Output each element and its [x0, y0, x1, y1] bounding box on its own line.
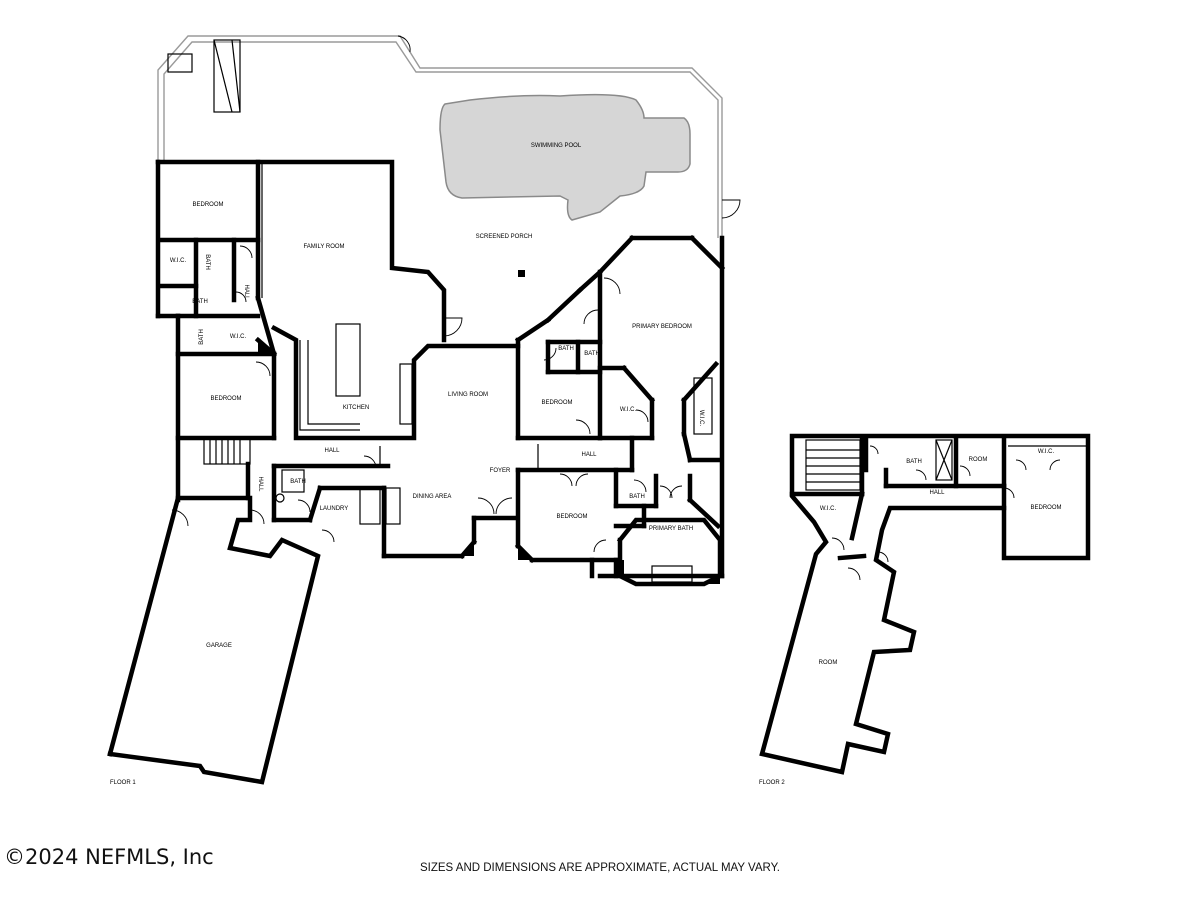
label-swimming-pool: SWIMMING POOL	[531, 143, 582, 149]
label-f2-wic-left: W.I.C.	[820, 506, 837, 512]
label-hall-sw: HALL	[257, 476, 263, 492]
floor-2-details	[805, 439, 1086, 581]
label-bath-south: BATH	[629, 494, 645, 500]
floor-2-walls	[759, 433, 1091, 775]
label-family-room: FAMILY ROOM	[303, 244, 344, 250]
label-bath-nw-b: BATH	[192, 299, 208, 305]
label-kitchen: KITCHEN	[343, 405, 369, 411]
label-foyer: FOYER	[490, 468, 511, 474]
label-primary-bedroom: PRIMARY BEDROOM	[632, 324, 692, 330]
label-screened-porch: SCREENED PORCH	[476, 234, 533, 240]
label-bath-nw-a: BATH	[204, 254, 210, 270]
copyright-notice: ©2024 NEFMLS, Inc	[4, 845, 214, 869]
floor-1-details	[203, 162, 720, 584]
label-bedroom-center: BEDROOM	[541, 400, 572, 406]
label-wic-nw: W.I.C.	[170, 258, 187, 264]
label-garage: GARAGE	[206, 643, 232, 649]
floor-1-walls	[107, 159, 726, 785]
label-f2-room-small: ROOM	[969, 457, 988, 463]
label-wic-primary: W.I.C.	[620, 407, 637, 413]
floor-2-plan: BATH ROOM W.I.C. HALL BEDROOM W.I.C. ROO…	[759, 433, 1091, 786]
label-bedroom-south: BEDROOM	[556, 514, 587, 520]
label-wic-w: W.I.C.	[230, 334, 247, 340]
label-bedroom-w: BEDROOM	[210, 396, 241, 402]
screened-porch-outline	[157, 35, 741, 238]
label-bedroom-nw: BEDROOM	[192, 202, 223, 208]
floor-2-labels: BATH ROOM W.I.C. HALL BEDROOM W.I.C. ROO…	[819, 449, 1062, 666]
floor-1-doors	[171, 245, 683, 553]
swimming-pool-shape	[439, 93, 691, 221]
floor-1-labels: SWIMMING POOL SCREENED PORCH BEDROOM FAM…	[170, 143, 704, 649]
floor-1-plan: SWIMMING POOL SCREENED PORCH BEDROOM FAM…	[107, 35, 741, 786]
label-living-room: LIVING ROOM	[448, 392, 488, 398]
label-f2-wic-top: W.I.C.	[1038, 449, 1055, 455]
label-hall-center: HALL	[324, 448, 340, 454]
label-laundry: LAUNDRY	[320, 506, 349, 512]
disclaimer-text: SIZES AND DIMENSIONS ARE APPROXIMATE, AC…	[419, 862, 780, 874]
label-dining-area: DINING AREA	[413, 494, 452, 500]
label-f2-bath: BATH	[906, 459, 922, 465]
label-wic-primary-b: W.I.C.	[698, 410, 704, 427]
label-f2-room-large: ROOM	[819, 660, 838, 666]
label-bath-laundry: BATH	[290, 479, 306, 485]
label-bath-ne-a: BATH	[558, 346, 574, 352]
label-bath-w-vertical: BATH	[199, 329, 205, 345]
label-f2-bedroom: BEDROOM	[1030, 505, 1061, 511]
label-f2-hall: HALL	[929, 490, 945, 496]
floor-2-label: FLOOR 2	[759, 780, 785, 786]
label-bath-ne-b: BATH	[584, 351, 600, 357]
floor-1-label: FLOOR 1	[110, 780, 136, 786]
label-hall-w: HALL	[243, 284, 249, 300]
label-primary-bath: PRIMARY BATH	[649, 526, 693, 532]
label-hall-east: HALL	[581, 452, 597, 458]
